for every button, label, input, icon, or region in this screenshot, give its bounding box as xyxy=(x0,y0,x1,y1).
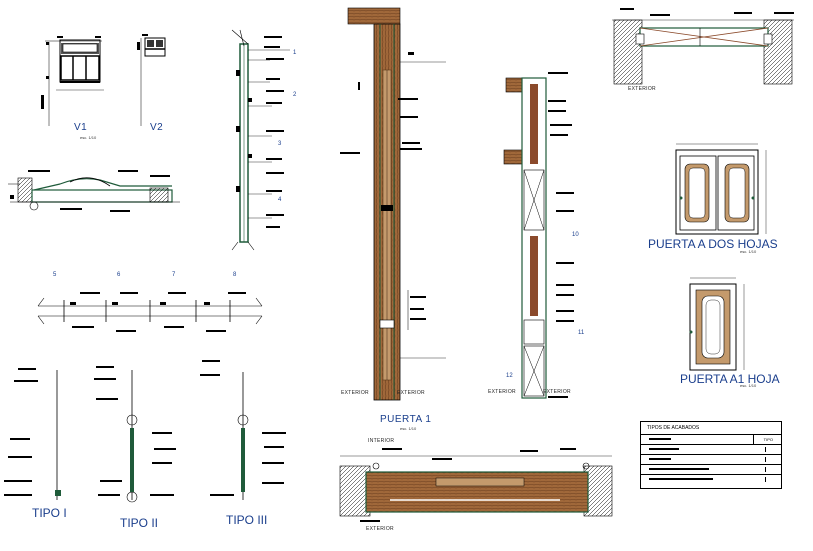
table-cell-tick xyxy=(765,457,766,462)
table-row xyxy=(641,464,781,474)
label-puerta-una-hoja: PUERTA A1 HOJA xyxy=(680,372,780,386)
section-number-1: 1 xyxy=(293,50,297,56)
table-header-row: TIPO xyxy=(641,434,781,444)
wall-section-vertical xyxy=(231,29,290,251)
scale-note-v1: esc. 1/10 xyxy=(80,135,97,140)
window-v1 xyxy=(41,36,104,126)
table-cell-bar xyxy=(649,478,713,480)
label-tipo-2: TIPO II xyxy=(120,516,159,530)
sill-section xyxy=(8,170,180,212)
section-number-5: 5 xyxy=(53,272,57,278)
section-number-10: 10 xyxy=(572,232,579,238)
table-cell-tick xyxy=(765,447,766,452)
label-tipo-1: TIPO I xyxy=(32,506,67,520)
table-divider xyxy=(753,435,754,444)
label-exterior-door1: EXTERIOR xyxy=(341,390,369,396)
finishes-table: TIPOS DE ACABADOS TIPO xyxy=(640,421,782,489)
section-number-4: 4 xyxy=(278,197,282,203)
label-v1: V1 xyxy=(74,122,88,133)
finishes-table-title: TIPOS DE ACABADOS xyxy=(647,425,700,431)
scale-note-dos-hojas: esc. 1/10 xyxy=(740,249,757,254)
table-col-tipo: TIPO xyxy=(763,437,773,442)
label-interior: INTERIOR xyxy=(368,438,395,444)
table-cell-tick xyxy=(765,477,766,482)
section-number-8: 8 xyxy=(233,272,237,278)
table-row xyxy=(641,444,781,454)
section-number-7: 7 xyxy=(172,272,176,278)
section-number-12: 12 xyxy=(506,373,513,379)
table-col-desc-bar xyxy=(649,438,671,440)
section-number-2: 2 xyxy=(293,92,297,98)
label-exterior-door1-right: EXTERIOR xyxy=(397,390,425,396)
door-two-leaf xyxy=(675,143,767,235)
section-number-3: 3 xyxy=(278,141,282,147)
table-cell-bar xyxy=(649,448,679,450)
scale-note-una-hoja: esc. 1/10 xyxy=(740,383,757,388)
window-v2 xyxy=(137,34,166,126)
table-cell-tick xyxy=(765,467,766,472)
door-plan-bottom xyxy=(339,448,613,522)
section-number-6: 6 xyxy=(117,272,121,278)
label-exterior-top: EXTERIOR xyxy=(628,86,656,92)
label-puerta-1: PUERTA 1 xyxy=(380,414,432,425)
door-1-section xyxy=(340,7,446,401)
section-number-11: 11 xyxy=(578,330,585,336)
label-tipo-3: TIPO III xyxy=(226,513,268,527)
table-row xyxy=(641,474,781,484)
table-cell-bar xyxy=(649,458,671,460)
door-plan-top xyxy=(612,8,794,85)
table-row xyxy=(641,454,781,464)
label-v2: V2 xyxy=(150,122,164,133)
label-exterior-section-right: EXTERIOR xyxy=(543,389,571,395)
wall-detail-horizontal xyxy=(37,292,263,332)
label-exterior-section: EXTERIOR xyxy=(488,389,516,395)
door-one-leaf xyxy=(689,277,745,371)
label-exterior-bottom: EXTERIOR xyxy=(366,526,394,532)
table-cell-bar xyxy=(649,468,709,470)
door-section-middle xyxy=(503,72,574,399)
tipo-details xyxy=(4,360,286,503)
label-puerta-dos-hojas: PUERTA A DOS HOJAS xyxy=(648,237,778,251)
scale-note-door1: esc. 1/10 xyxy=(400,426,417,431)
